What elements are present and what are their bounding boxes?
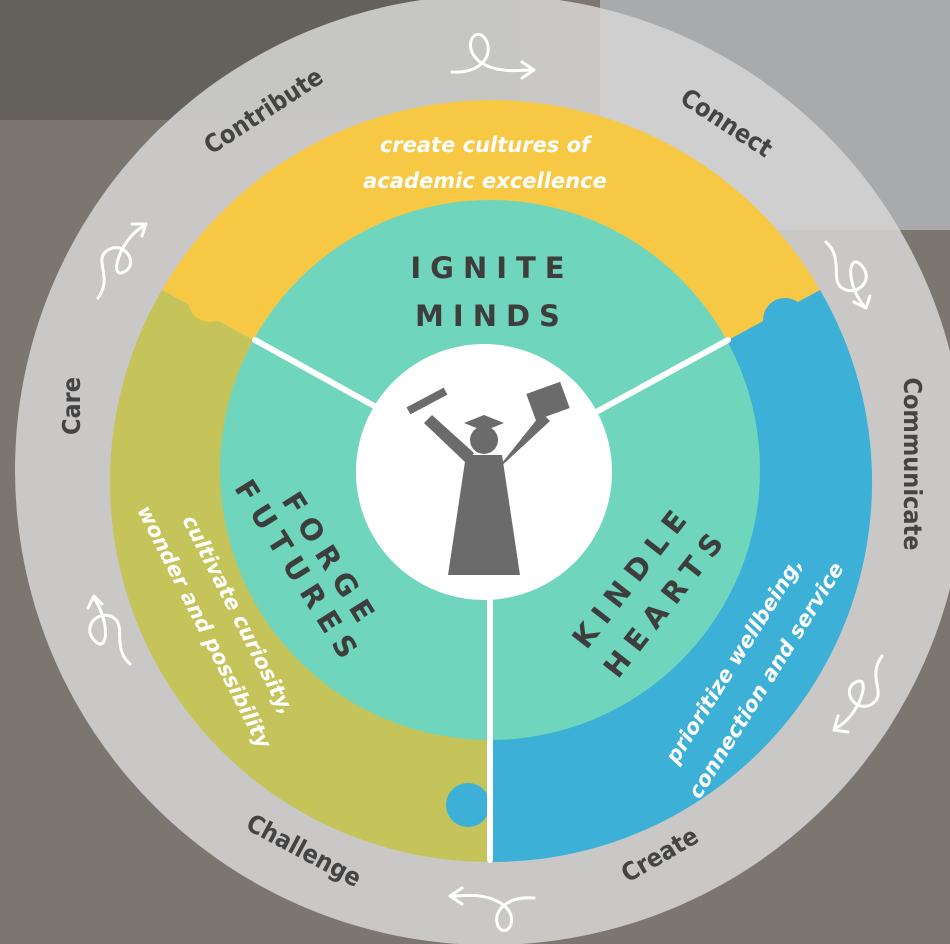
puzzle-knob <box>188 278 232 322</box>
top-phrase-line2: academic excellence <box>363 169 607 193</box>
top-phrase-line1: create cultures of <box>380 133 593 157</box>
puzzle-knob <box>763 298 807 342</box>
core-minds: MINDS <box>415 299 569 333</box>
puzzle-knob <box>446 783 490 827</box>
label-care: Care <box>57 377 86 435</box>
loop-arrow-icon <box>86 594 132 666</box>
loop-arrow-icon <box>824 240 872 310</box>
label-communicate: Communicate <box>898 377 927 550</box>
loop-arrow-icon <box>832 654 884 734</box>
loop-arrow-icon <box>448 886 536 932</box>
core-ignite: IGNITE <box>410 251 573 285</box>
loop-arrow-icon <box>96 222 148 300</box>
graduate-icon <box>406 381 570 575</box>
loop-arrow-icon <box>450 33 536 80</box>
loop-arrows <box>86 33 884 932</box>
